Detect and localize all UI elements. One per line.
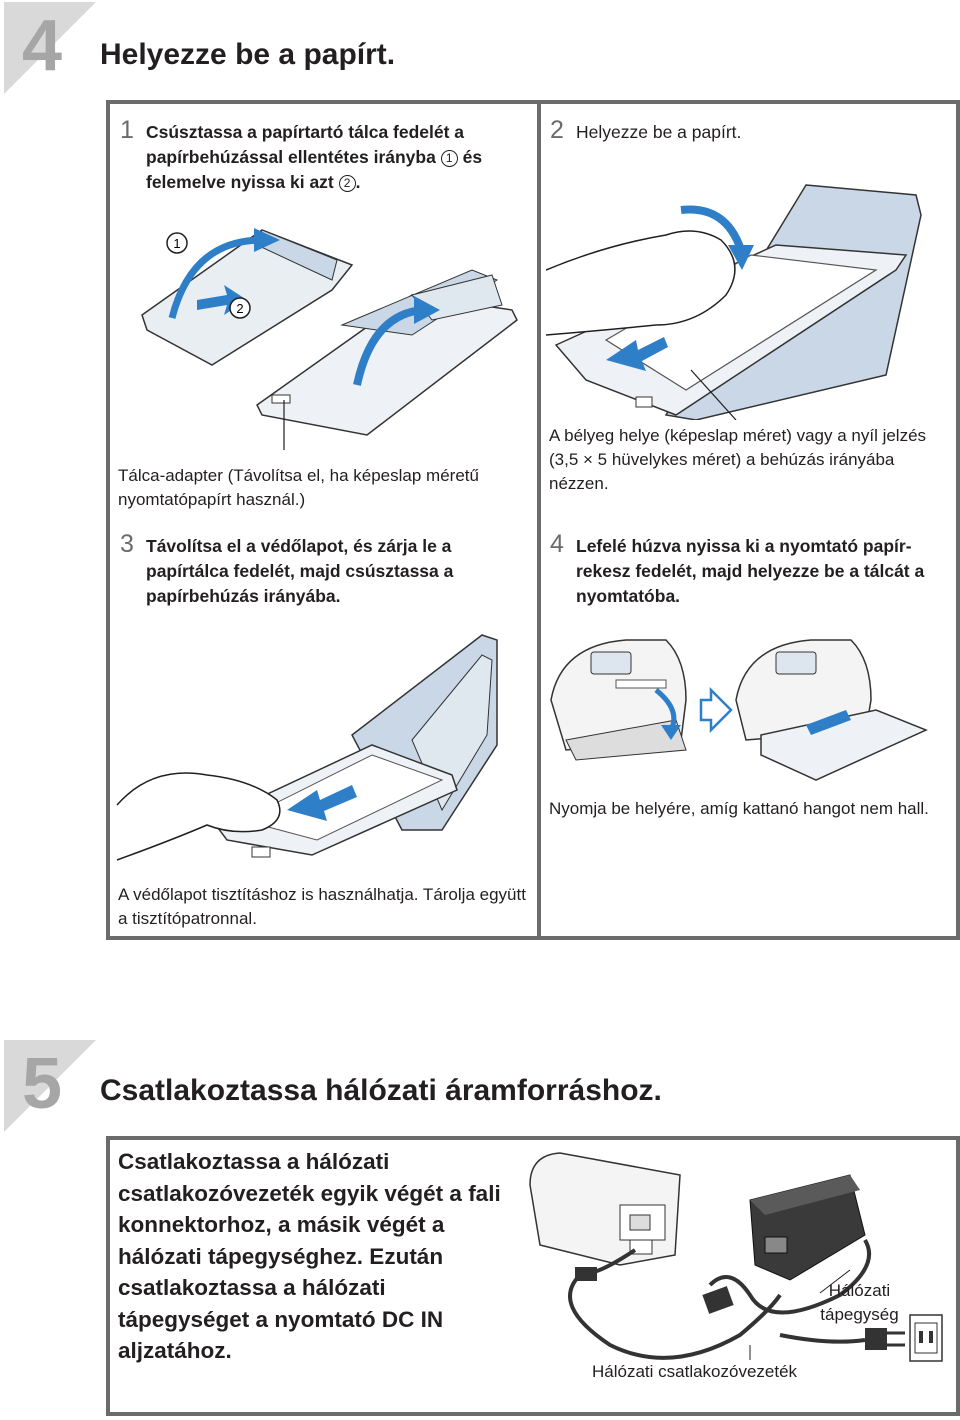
substep-1: 1 Csúsztassa a papírtartó tálca fedelét … [120,116,532,195]
wall-outlet-drawing [909,1314,943,1362]
step-4-number: 4 [22,6,63,86]
insert-paper-illustration [546,184,922,420]
click-note: Nyomja be helyére, amíg kattanó hangot n… [549,799,929,818]
illus-marker-2: 2 [236,301,243,316]
substep-2-text: Helyezze be a papírt. [576,122,742,142]
substep-3-text: Távolítsa el a védőlapot, és zárja le a … [146,536,454,606]
stamp-orientation-note: A bélyeg helye (képeslap méret) vagy a n… [549,426,927,493]
substep-2-number: 2 [550,116,564,144]
tray-close-illustration [116,634,498,861]
illus-marker-1: 1 [173,236,180,251]
cleaning-note: A védőlapot tisztításhoz is használhatja… [118,885,526,928]
power-adapter-label: Hálózati tápegység [820,1281,899,1324]
substep-4-number: 4 [550,530,564,558]
circled-1-marker: 1 [440,150,458,167]
step-5-instruction: Csatlakoztassa a hálózati csatlakozóveze… [118,1149,501,1363]
power-cord-label: Hálózati csatlakozóvezeték [592,1362,798,1381]
substep-3: 3 Távolítsa el a védőlapot, és zárja le … [120,530,532,609]
substep-1-number: 1 [120,116,134,144]
substep-1-text-a: Csúsztassa a papírtartó tálca fedelét a … [146,122,465,167]
printer-open-drawing [550,639,687,761]
substep-3-number: 3 [120,530,134,558]
substep-4-text: Lefelé húzva nyissa ki a nyomtató papír-… [576,536,925,606]
power-connection-illustration [529,1152,943,1362]
step-5-number: 5 [22,1044,63,1124]
tray-open-illustration: 1 2 [141,228,518,450]
circled-2-marker: 2 [338,175,356,192]
power-adapter-drawing [749,1174,866,1281]
substep-1-text: Csúsztassa a papírtartó tálca fedelét a … [120,120,532,195]
step-5-title: Csatlakoztassa hálózati áramforráshoz. [100,1074,662,1107]
step-badge-background [4,2,96,94]
substep-1-text-c: . [355,172,361,192]
step-badge-background [4,1040,96,1132]
step-4-title: Helyezze be a papírt. [100,38,396,71]
printer-drawing [529,1152,681,1266]
substep-1-text-b: és felemelve nyissa ki azt [146,147,483,192]
then-arrow-icon [699,686,733,734]
step-4-frame [106,100,960,940]
substep-2: 2 Helyezze be a papírt. [550,116,950,145]
tray-adapter-note: Tálca-adapter (Távolítsa el, ha képeslap… [118,466,479,509]
step-5-frame [106,1136,960,1416]
printer-insert-drawing [735,639,928,781]
substep-4: 4 Lefelé húzva nyissa ki a nyomtató papí… [550,530,950,609]
printer-tray-illustration [550,639,928,781]
step-4-divider [537,100,541,940]
